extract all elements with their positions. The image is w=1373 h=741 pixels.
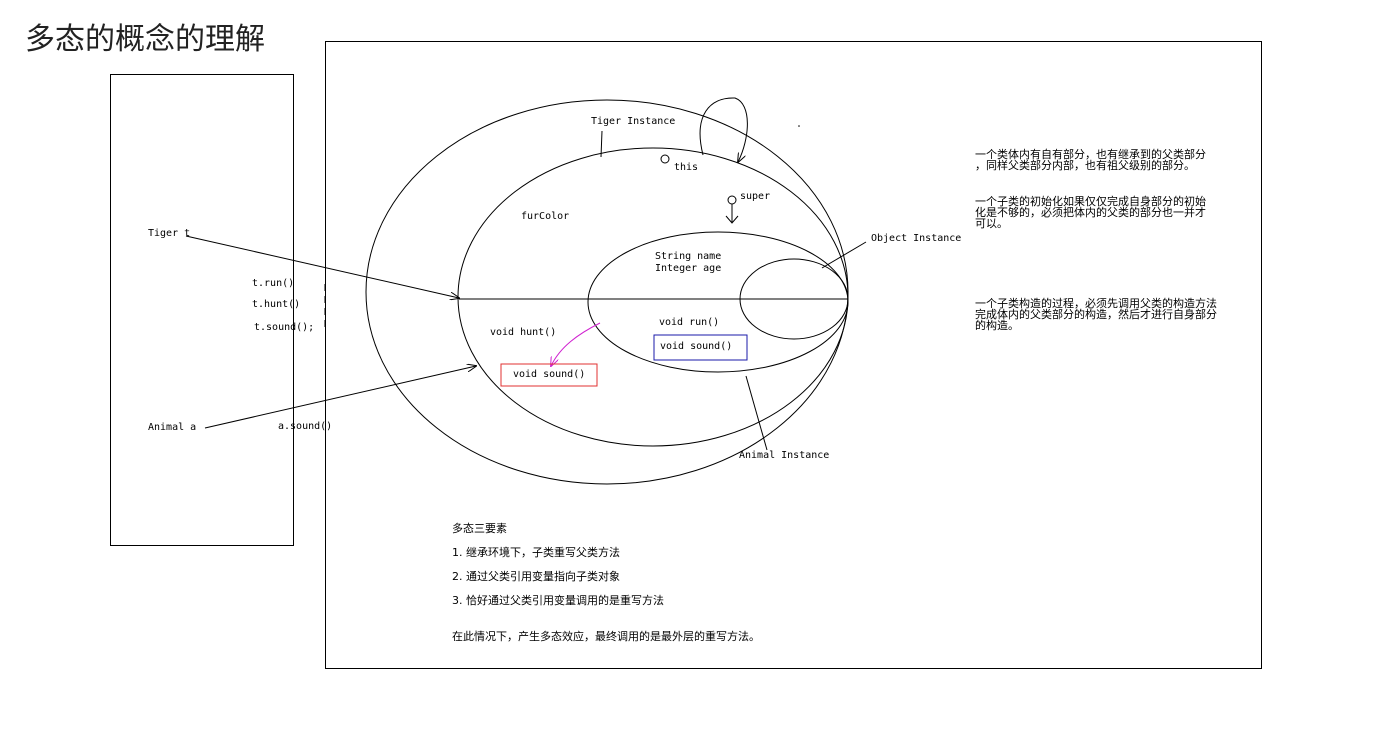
heap-frame-box xyxy=(325,41,1262,669)
tiger-instance-pointer xyxy=(600,130,603,158)
super-label: super xyxy=(740,191,771,202)
animal-sound-box xyxy=(653,334,748,361)
this-loop-arrow xyxy=(699,97,748,162)
stray-dot xyxy=(798,125,800,127)
note-line: 一个子类的初始化如果仅仅完成自身部分的初始 xyxy=(975,195,1206,208)
note-line: 的构造。 xyxy=(975,319,1019,332)
tiger-instance-ellipse xyxy=(365,99,849,485)
elements-conclusion: 在此情况下，产生多态效应，最终调用的是最外层的重写方法。 xyxy=(452,630,760,643)
call-a-sound: a.sound() xyxy=(278,421,333,432)
object-instance-label: Object Instance xyxy=(871,233,962,244)
super-pointer-arrow-head xyxy=(725,215,739,224)
override-arrow xyxy=(551,322,601,366)
page-title: 多态的概念的理解 xyxy=(25,22,265,57)
element-item: 2. 通过父类引用变量指向子类对象 xyxy=(452,570,620,583)
note-inheritance-parts: 一个类体内有自有部分，也有继承到的父类部分 ，同样父类部分内部，也有祖父级别的部… xyxy=(975,149,1206,171)
string-name-label: String name xyxy=(655,251,722,262)
note-line: 一个子类构造的过程，必须先调用父类的构造方法 xyxy=(975,297,1217,310)
super-pointer-dot xyxy=(727,195,737,205)
stack-frame-box xyxy=(110,74,294,546)
object-instance-pointer xyxy=(821,241,867,269)
animal-instance-label: Animal Instance xyxy=(739,450,830,461)
tiger-ref-arrow xyxy=(185,235,459,298)
tiger-sound-box xyxy=(500,363,598,387)
void-hunt-label: void hunt() xyxy=(490,327,557,338)
void-run-label: void run() xyxy=(659,317,720,328)
tiger-instance-label: Tiger Instance xyxy=(591,116,676,127)
note-line: 化是不够的，必须把体内的父类的部分也一并才 xyxy=(975,206,1206,219)
animal-instance-ellipse xyxy=(457,147,849,447)
integer-age-label: Integer age xyxy=(655,263,722,274)
note-line: 完成体内的父类部分的构造，然后才进行自身部分 xyxy=(975,308,1217,321)
note-initialization: 一个子类的初始化如果仅仅完成自身部分的初始 化是不够的，必须把体内的父类的部分也… xyxy=(975,196,1206,229)
fur-color-label: furColor xyxy=(521,211,570,222)
elements-heading: 多态三要素 xyxy=(452,522,507,535)
note-line: 可以。 xyxy=(975,217,1008,230)
animal-sound-label: void sound() xyxy=(660,341,733,352)
call-sound: t.sound(); xyxy=(254,322,315,333)
call-run: t.run() xyxy=(252,278,295,289)
element-item: 1. 继承环境下，子类重写父类方法 xyxy=(452,546,620,559)
animal-instance-pointer xyxy=(745,375,768,451)
this-pointer-dot xyxy=(660,154,670,164)
note-construction: 一个子类构造的过程，必须先调用父类的构造方法 完成体内的父类部分的构造，然后才进… xyxy=(975,298,1217,331)
animal-ref-label: Animal a xyxy=(148,422,197,433)
tiger-ref-label: Tiger t xyxy=(148,228,191,239)
note-line: ，同样父类部分内部，也有祖父级别的部分。 xyxy=(975,159,1195,172)
this-label: this xyxy=(674,162,699,173)
call-hunt: t.hunt() xyxy=(252,299,301,310)
tiger-sound-label: void sound() xyxy=(513,369,586,380)
element-item: 3. 恰好通过父类引用变量调用的是重写方法 xyxy=(452,594,664,607)
note-line: 一个类体内有自有部分，也有继承到的父类部分 xyxy=(975,148,1206,161)
animal-ref-arrow xyxy=(204,366,476,429)
